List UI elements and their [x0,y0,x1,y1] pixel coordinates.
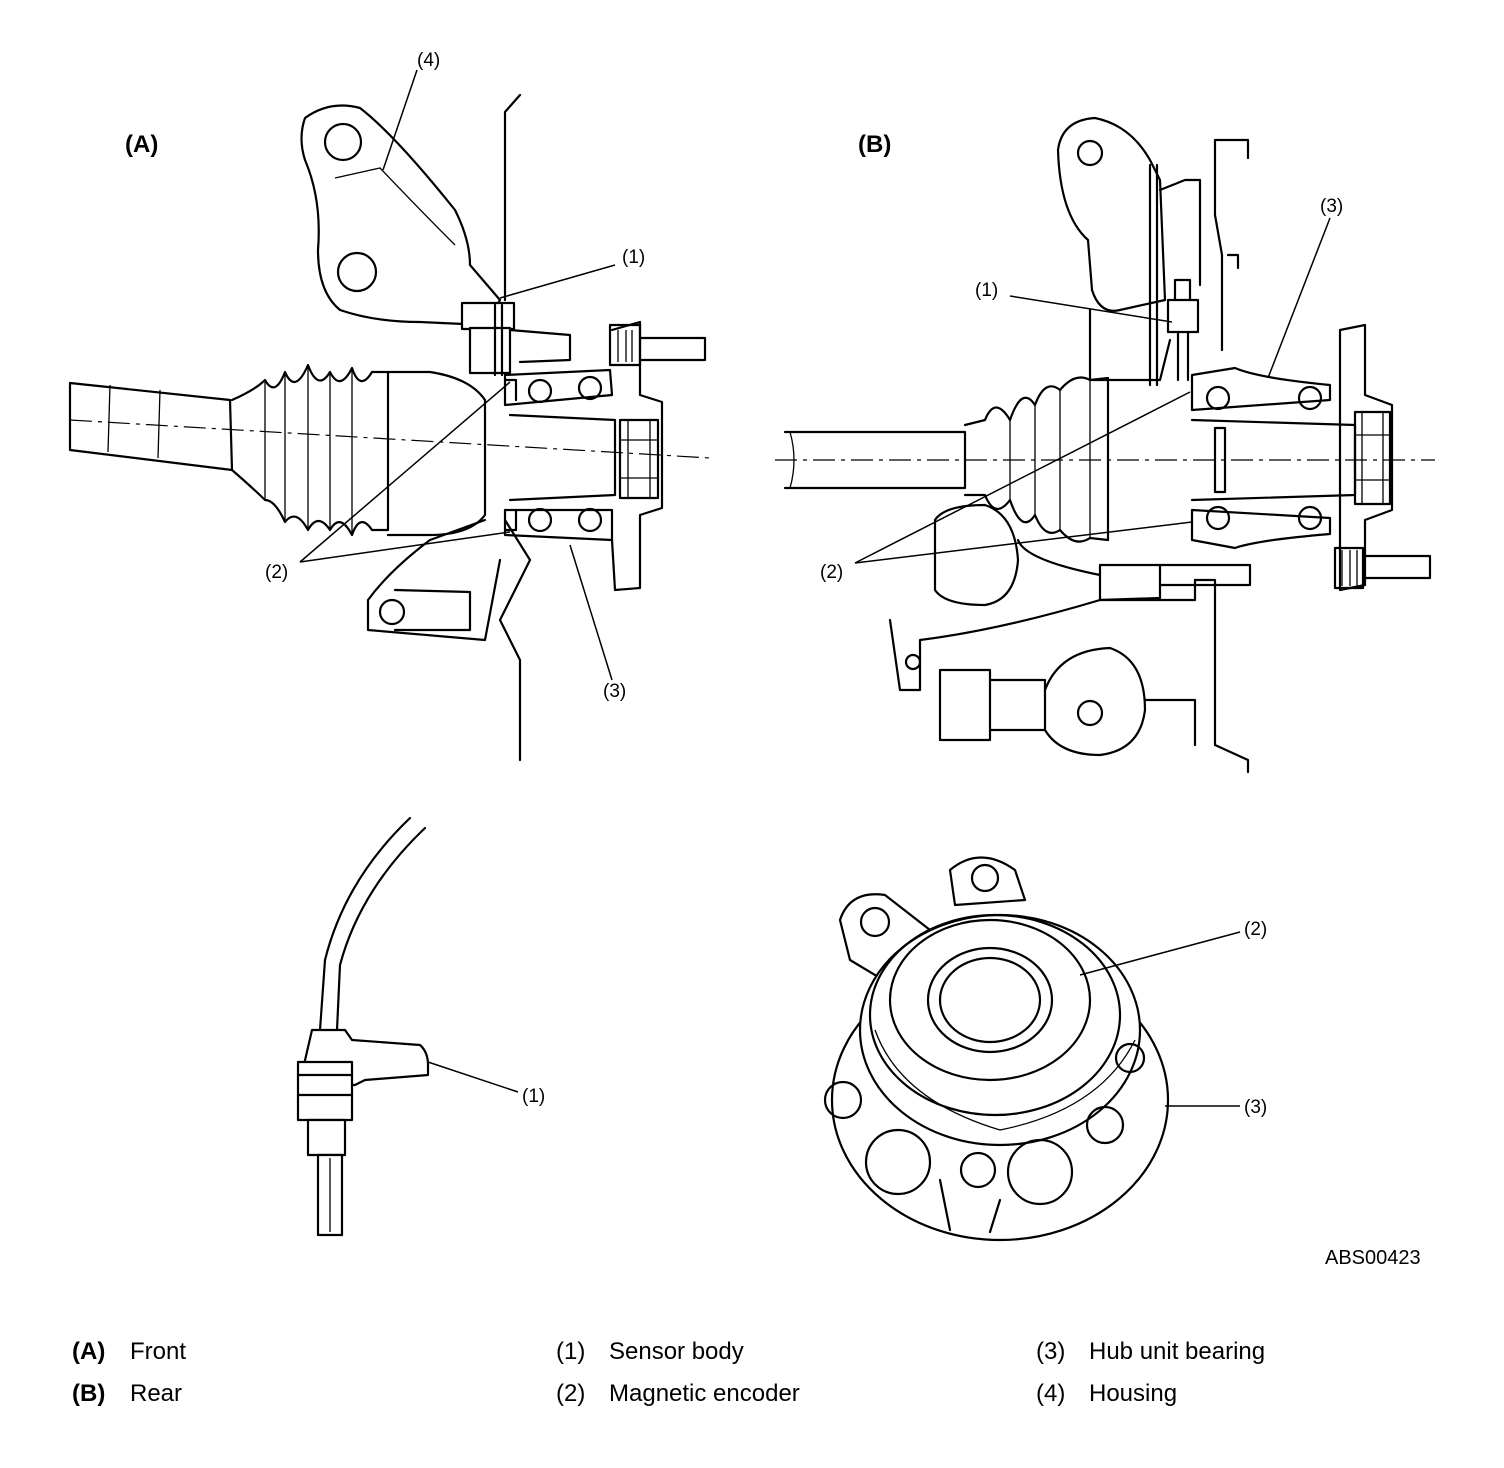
callout-1-front: (1) [622,247,645,268]
front-hub-section [68,93,711,762]
panel-b-label: (B) [858,131,891,158]
rear-hub-section [775,116,1435,774]
legend-label: Magnetic encoder [609,1380,800,1407]
legend-key: (1) [556,1338,586,1365]
callout-3-rear: (3) [1320,196,1343,217]
panel-a-label: (A) [125,131,158,158]
legend-key: (A) [72,1338,106,1365]
callout-2-front: (2) [265,562,288,583]
legend-key: (3) [1036,1338,1066,1365]
callout-4-front: (4) [417,50,440,71]
callout-1-rear: (1) [975,280,998,301]
callout-1-detail: (1) [522,1086,545,1107]
legend-key: (B) [72,1380,106,1407]
legend-key: (4) [1036,1380,1066,1407]
legend-label: Sensor body [609,1338,744,1365]
hub-bearing-detail [823,856,1170,1242]
callout-2-rear: (2) [820,562,843,583]
callout-2-detail: (2) [1244,919,1267,940]
legend: (A) Front (B) Rear (1) Sensor body (2) M… [0,1332,1504,1442]
figure-code: ABS00423 [1325,1247,1421,1269]
sensor-body-detail [296,816,430,1237]
hub-sensor-diagram: (A) (B) (4) (1) (2) (3) (1) (3) (2) (1) … [68,50,1435,1269]
legend-key: (2) [556,1380,586,1407]
callout-3-front: (3) [603,681,626,702]
legend-label: Rear [130,1380,183,1407]
legend-label: Hub unit bearing [1089,1338,1266,1365]
legend-label: Front [130,1338,187,1365]
callout-3-detail: (3) [1244,1097,1267,1118]
leader-lines [299,69,1331,1107]
legend-label: Housing [1089,1380,1178,1407]
